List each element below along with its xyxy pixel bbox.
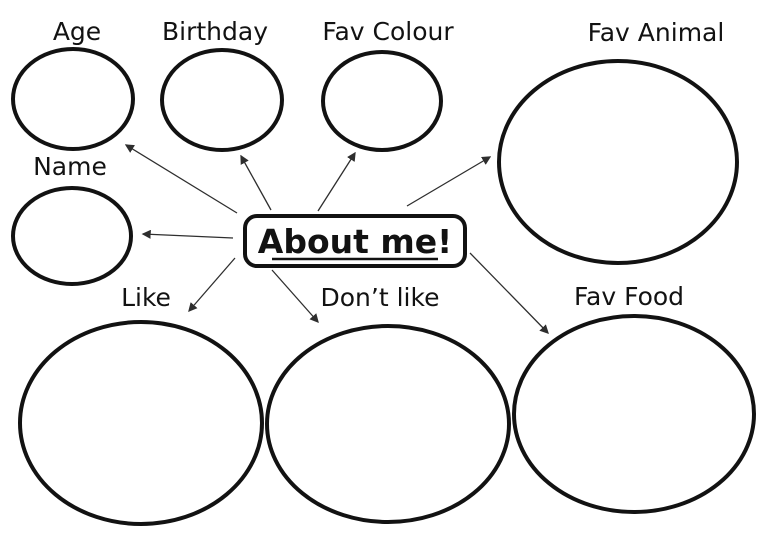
- name-label: Name: [33, 152, 107, 181]
- age-circle: [11, 47, 135, 151]
- age-label: Age: [53, 17, 101, 46]
- node-fav-colour: Fav Colour: [317, 17, 454, 212]
- fav-food-label: Fav Food: [574, 282, 684, 311]
- fav-colour-circle: [321, 50, 443, 152]
- node-dont-like: Don’t like: [265, 269, 511, 524]
- fav-food-circle: [512, 314, 756, 514]
- arrow-to-age: [124, 144, 238, 214]
- node-name: Name: [11, 152, 234, 286]
- arrow-to-birthday: [240, 154, 272, 211]
- arrow-to-name: [141, 229, 234, 239]
- arrow-to-fav-colour: [317, 151, 356, 212]
- arrow-to-fav-food: [469, 252, 549, 334]
- dont-like-label: Don’t like: [321, 283, 440, 312]
- like-label: Like: [121, 283, 171, 312]
- dont-like-circle: [265, 324, 511, 524]
- arrow-to-like: [188, 257, 236, 313]
- birthday-label: Birthday: [162, 17, 268, 46]
- title-box: [243, 214, 467, 268]
- like-circle: [18, 320, 264, 526]
- node-fav-animal: Fav Animal: [406, 18, 739, 265]
- fav-colour-label: Fav Colour: [322, 17, 454, 46]
- fav-animal-circle: [497, 59, 739, 265]
- node-birthday: Birthday: [160, 17, 284, 211]
- fav-animal-label: Fav Animal: [588, 18, 725, 47]
- node-fav-food: Fav Food: [469, 252, 756, 514]
- arrow-to-fav-animal: [406, 156, 492, 207]
- name-circle: [11, 186, 133, 286]
- title-node: About me!: [243, 214, 467, 268]
- arrow-to-dont-like: [271, 269, 319, 324]
- node-age: Age: [11, 17, 238, 214]
- node-like: Like: [18, 257, 264, 526]
- birthday-circle: [160, 48, 284, 152]
- title-text: About me!: [258, 222, 452, 261]
